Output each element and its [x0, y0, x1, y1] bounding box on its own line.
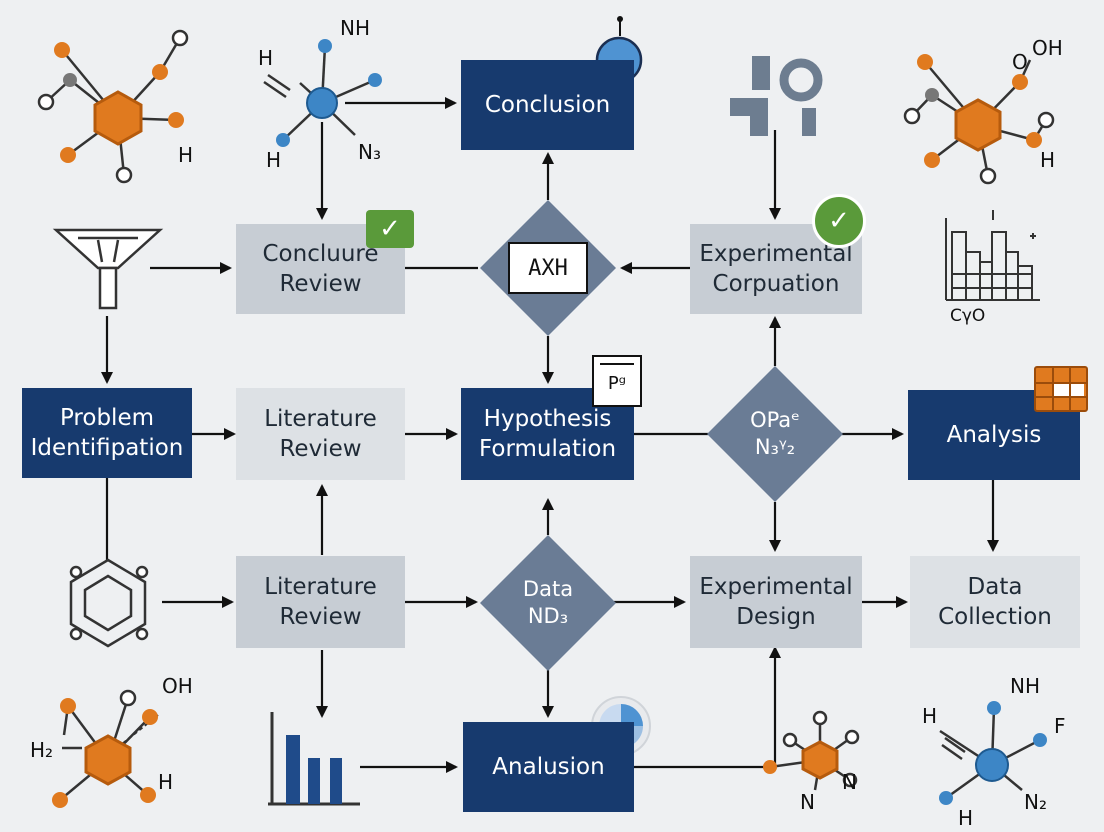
molecule-bottom-center: [763, 710, 860, 791]
literature-review-low-node: Literature Review: [236, 556, 405, 648]
opa-decision-diamond: OPaᵉ N₃ᵞ₂: [707, 366, 843, 502]
check-badge-icon: ✓: [366, 210, 414, 248]
molecule-top-center: [263, 39, 382, 147]
analysis-node: Analysis: [908, 390, 1080, 480]
mol-bottom-right-h1-label: H: [922, 704, 938, 728]
document-icon: Pᵍ: [592, 355, 642, 407]
hexagon-ring-icon: [69, 558, 149, 648]
mol-top-right-h-label: H: [1040, 148, 1056, 172]
mol-bottom-left-h-label: H: [158, 770, 174, 794]
molecule-bottom-left: [52, 689, 159, 808]
funnel-icon: [52, 228, 164, 310]
mol-top-center-nh-label: NH: [340, 16, 370, 40]
bar-chart-bottom-icon: [268, 712, 360, 806]
axh-label: AXH: [528, 255, 568, 281]
chart-caption-label: CγO: [950, 306, 986, 326]
axh-decision-diamond: AXH: [480, 200, 616, 336]
literature-review-mid-node: Literature Review: [236, 388, 405, 480]
hypothesis-formulation-node: Hypothesis Formulation: [461, 388, 634, 480]
molecule-bottom-right: [939, 701, 1047, 805]
mol-bottom-center-n2-label: N: [842, 770, 857, 794]
abstract-logo-icon: [730, 56, 823, 136]
mol-bottom-right-n2-label: N₂: [1024, 790, 1047, 814]
mol-bottom-center-n1-label: N: [800, 790, 815, 814]
mol-top-left-h-label: H: [178, 143, 194, 167]
analusion-node: Analusion: [463, 722, 634, 812]
mol-top-center-h1-label: H: [258, 46, 274, 70]
molecule-top-right: [903, 54, 1055, 185]
data-nd-decision-diamond: Data ND₃: [480, 535, 616, 671]
axh-label-box: AXH: [508, 242, 588, 294]
mol-bottom-left-oh-label: OH: [162, 674, 193, 698]
mol-top-center-n3-label: N₃: [358, 140, 381, 164]
check-circle-icon: ✓: [812, 194, 866, 248]
mol-top-center-h2-label: H: [266, 148, 282, 172]
bar-chart-right-icon: [945, 210, 1040, 301]
mol-bottom-right-h2-label: H: [958, 806, 974, 830]
mol-top-right-o-label: O: [1012, 50, 1028, 74]
calculator-grid-icon: [1034, 366, 1088, 412]
data-nd-label: Data ND₃: [522, 577, 574, 628]
mol-top-right-oh-label: OH: [1032, 36, 1063, 60]
conclusion-node: Conclusion: [461, 60, 634, 150]
opa-label: OPaᵉ N₃ᵞ₂: [750, 408, 800, 459]
document-icon-text: Pᵍ: [607, 373, 627, 394]
problem-identification-node: Problem Identifipation: [22, 388, 192, 478]
experimental-design-node: Experimental Design: [690, 556, 862, 648]
mol-bottom-right-nh-label: NH: [1010, 674, 1040, 698]
data-collection-node: Data Collection: [910, 556, 1080, 648]
mol-bottom-left-h2-label: H₂: [30, 738, 54, 762]
mol-bottom-right-f-label: F: [1054, 714, 1066, 738]
molecule-top-left: [37, 29, 189, 184]
